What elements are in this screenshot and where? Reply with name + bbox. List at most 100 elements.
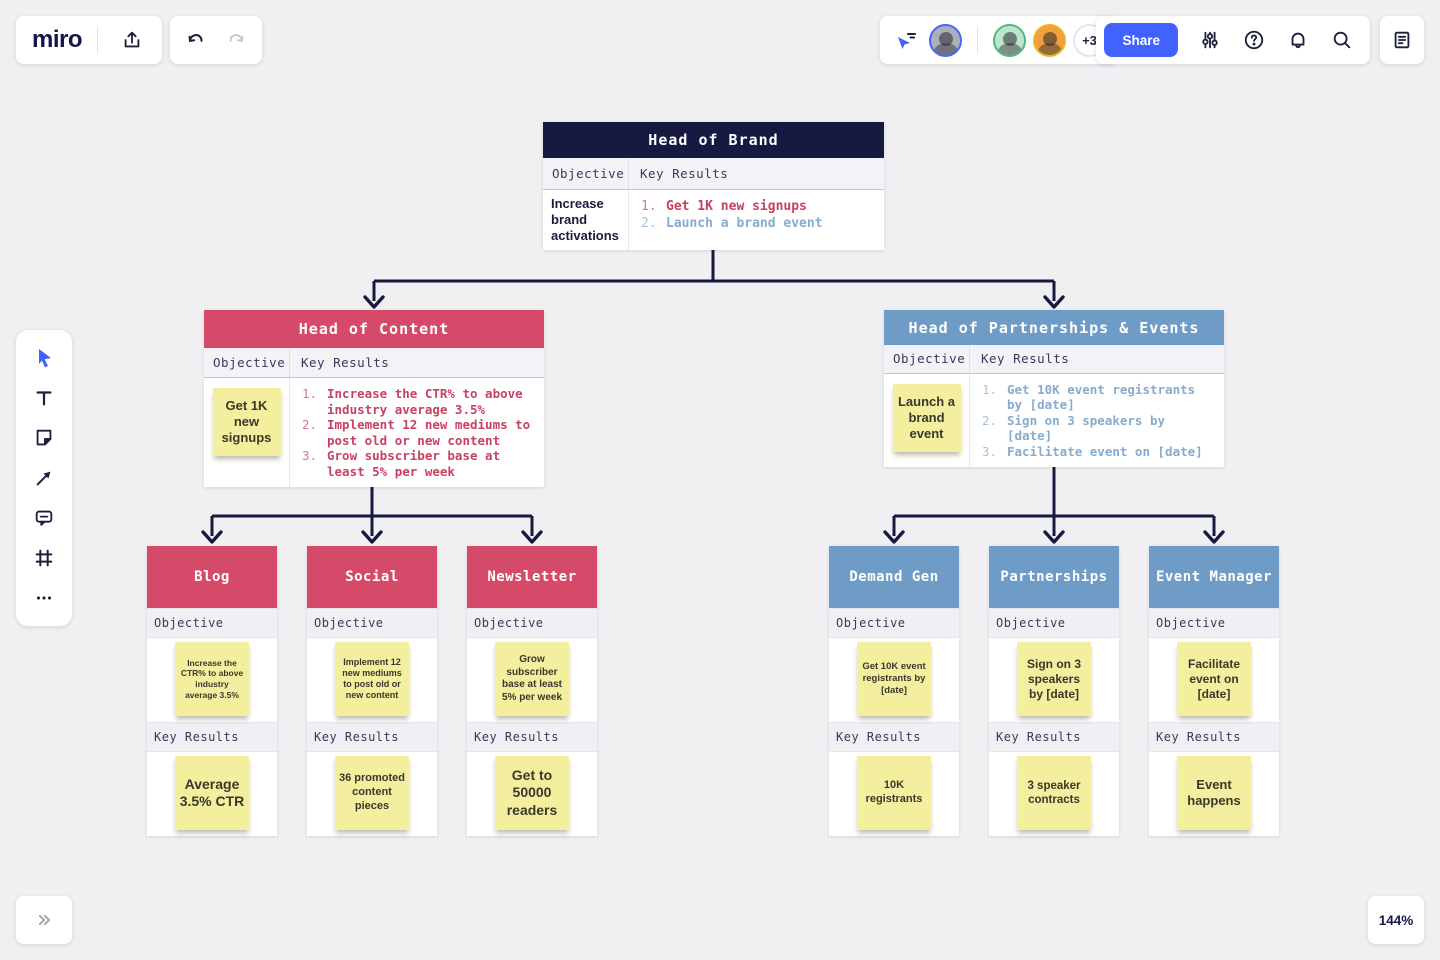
export-button[interactable]	[112, 20, 152, 60]
key-result-item: 3. Grow subscriber base at least 5% per …	[302, 448, 501, 479]
key-results-label: Key Results	[1149, 722, 1279, 752]
expand-panel-card	[16, 896, 72, 944]
sticky-note-tool-button[interactable]	[24, 422, 64, 454]
arrow-icon	[36, 471, 51, 486]
bell-icon	[1291, 32, 1305, 49]
key-result-sticky-note[interactable]: Get to 50000 readers	[495, 756, 569, 830]
team-card-demand-gen[interactable]: Demand Gen Objective Get 10K event regis…	[829, 546, 959, 836]
card-title: Social	[307, 546, 437, 608]
creation-toolbar	[16, 330, 72, 626]
avatar[interactable]	[993, 23, 1026, 57]
filters-button[interactable]	[1190, 20, 1230, 60]
actions-card: Share	[1096, 16, 1370, 64]
team-card-social[interactable]: Social Objective Implement 12 new medium…	[307, 546, 437, 836]
org-card-head-of-content[interactable]: Head of Content Objective Key Results Ge…	[204, 310, 544, 487]
comment-tool-button[interactable]	[24, 502, 64, 534]
frame-icon	[35, 549, 53, 567]
key-results-label: Key Results	[640, 166, 729, 182]
search-button[interactable]	[1322, 20, 1362, 60]
key-result-sticky-note[interactable]: Average 3.5% CTR	[175, 756, 249, 830]
card-column-headers: Objective Key Results	[884, 345, 1224, 374]
key-results-label: Key Results	[147, 722, 277, 752]
key-results-label: Key Results	[981, 351, 1070, 367]
more-tools-button[interactable]	[24, 582, 64, 614]
logo-card: miro	[16, 16, 162, 64]
card-title: Head of Content	[204, 310, 544, 349]
objective-sticky-note[interactable]: Increase the CTR% to above industry aver…	[175, 642, 249, 716]
key-results-list: 1. Get 10K event registrants by [date] 2…	[970, 374, 1224, 468]
miro-logo[interactable]: miro	[32, 26, 83, 53]
collaborators-card: +3	[880, 16, 1116, 64]
objective-sticky-note[interactable]: Facilitate event on [date]	[1177, 642, 1251, 716]
objective-sticky-note[interactable]: Launch a brand event	[892, 383, 961, 452]
key-result-sticky-note[interactable]: 10K registrants	[857, 756, 931, 830]
help-icon	[1244, 30, 1264, 50]
team-card-event-manager[interactable]: Event Manager Objective Facilitate event…	[1149, 546, 1279, 836]
redo-button[interactable]	[216, 20, 256, 60]
text-icon	[36, 391, 52, 406]
key-result-item: 1. Increase the CTR% to above industry a…	[302, 386, 523, 417]
team-card-partnerships[interactable]: Partnerships Objective Sign on 3 speaker…	[989, 546, 1119, 836]
text-tool-button[interactable]	[24, 382, 64, 414]
card-title: Head of Partnerships & Events	[884, 310, 1224, 346]
objective-label: Objective	[307, 608, 437, 638]
card-title: Blog	[147, 546, 277, 608]
objective-sticky-note[interactable]: Implement 12 new mediums to post old or …	[335, 642, 409, 716]
filters-icon	[1202, 31, 1218, 49]
help-button[interactable]	[1234, 20, 1274, 60]
key-result-item: 1. Get 1K new signups	[641, 199, 807, 214]
objective-text: Increase brand activations	[551, 196, 619, 243]
redo-icon	[229, 34, 244, 43]
zoom-level-indicator[interactable]: 144%	[1368, 896, 1424, 944]
org-card-head-of-brand[interactable]: Head of Brand Objective Key Results Incr…	[543, 122, 884, 250]
undo-icon	[188, 34, 203, 43]
sticky-note-icon	[36, 429, 52, 446]
collab-cursors-icon	[898, 33, 916, 49]
zoom-level-value: 144%	[1378, 912, 1414, 928]
objective-sticky-note[interactable]: Get 10K event registrants by [date]	[857, 642, 931, 716]
objective-label: Objective	[989, 608, 1119, 638]
objective-label: Objective	[147, 608, 277, 638]
card-column-headers: Objective Key Results	[543, 158, 884, 190]
notes-button[interactable]	[1386, 20, 1418, 60]
key-results-label: Key Results	[307, 722, 437, 752]
key-result-sticky-note[interactable]: 3 speaker contracts	[1017, 756, 1091, 830]
select-tool-button[interactable]	[24, 342, 64, 374]
objective-sticky-note[interactable]: Get 1K new signups	[212, 388, 281, 456]
notifications-button[interactable]	[1278, 20, 1318, 60]
card-title: Demand Gen	[829, 546, 959, 608]
org-card-head-of-partnerships-events[interactable]: Head of Partnerships & Events Objective …	[884, 310, 1224, 467]
objective-sticky-note[interactable]: Sign on 3 speakers by [date]	[1017, 642, 1091, 716]
avatar[interactable]	[1033, 23, 1066, 57]
objective-label: Objective	[829, 608, 959, 638]
avatar[interactable]	[929, 23, 962, 57]
arrow-tool-button[interactable]	[24, 462, 64, 494]
card-title: Event Manager	[1149, 546, 1279, 608]
key-result-sticky-note[interactable]: 36 promoted content pieces	[335, 756, 409, 830]
history-card	[170, 16, 262, 64]
select-cursor-icon	[39, 349, 51, 368]
key-result-item: 2. Launch a brand event	[641, 216, 823, 231]
card-title: Head of Brand	[543, 122, 884, 159]
notes-icon	[1394, 31, 1410, 49]
team-card-newsletter[interactable]: Newsletter Objective Grow subscriber bas…	[467, 546, 597, 836]
share-button[interactable]: Share	[1104, 23, 1178, 57]
objective-sticky-note[interactable]: Grow subscriber base at least 5% per wee…	[495, 642, 569, 716]
card-title: Partnerships	[989, 546, 1119, 608]
divider	[977, 27, 978, 53]
key-result-item: 2. Sign on 3 speakers by [date]	[982, 412, 1166, 444]
card-column-headers: Objective Key Results	[204, 348, 544, 378]
objective-label: Objective	[467, 608, 597, 638]
ellipsis-icon	[36, 596, 52, 600]
objective-label: Objective	[543, 158, 629, 189]
collab-cursors-button[interactable]	[890, 20, 922, 60]
undo-button[interactable]	[176, 20, 216, 60]
team-card-blog[interactable]: Blog Objective Increase the CTR% to abov…	[147, 546, 277, 836]
key-result-item: 1. Get 10K event registrants by [date]	[982, 381, 1196, 413]
divider	[96, 27, 98, 53]
expand-panel-button[interactable]	[24, 900, 64, 940]
comment-icon	[35, 510, 53, 526]
key-result-sticky-note[interactable]: Event happens	[1177, 756, 1251, 830]
frame-tool-button[interactable]	[24, 542, 64, 574]
